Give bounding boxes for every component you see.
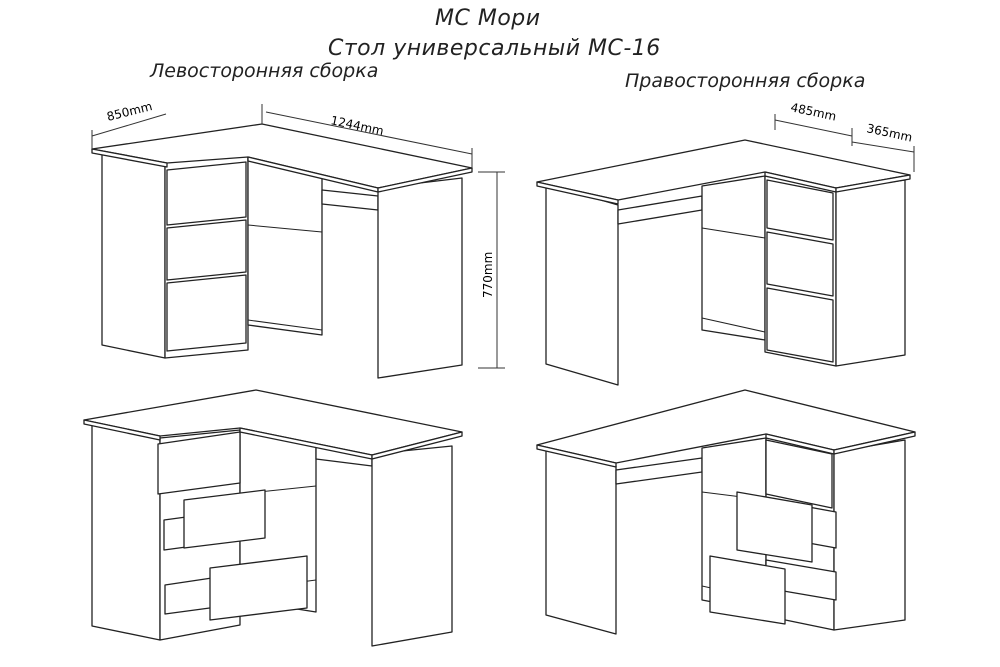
left-assembly-label: Левосторонняя сборка — [150, 60, 379, 82]
dim-485-label: 485mm — [789, 100, 837, 123]
dimension-lines-right — [774, 114, 915, 172]
dimension-lines-left — [91, 104, 505, 369]
right-assembly-label: Правосторонняя сборка — [625, 70, 866, 92]
product-title: Стол универсальный МС-16 — [328, 36, 661, 61]
desk-left-open — [83, 389, 463, 647]
dim-770-label: 770mm — [481, 252, 495, 298]
dim-1244-label: 1244mm — [329, 113, 385, 138]
brand-title: МС Мори — [435, 6, 541, 31]
dim-365-label: 365mm — [865, 121, 913, 144]
desk-right-open — [536, 389, 916, 635]
desk-left-closed — [91, 123, 473, 379]
desk-right-closed — [536, 139, 911, 386]
